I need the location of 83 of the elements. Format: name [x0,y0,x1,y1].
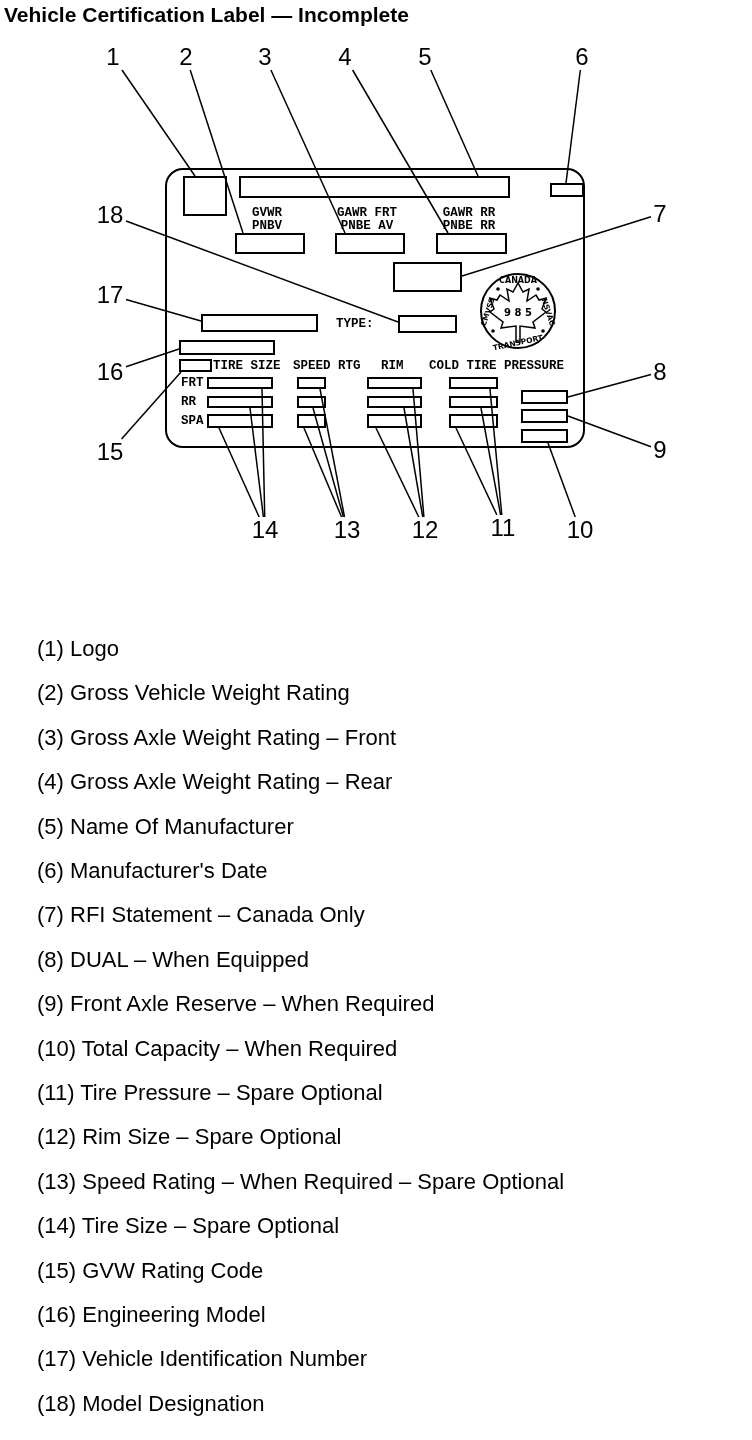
leader-line [351,69,449,234]
leader-line [125,298,202,322]
callout-description: (8) DUAL – When Equipped [37,946,309,973]
callout-description: (16) Engineering Model [37,1302,266,1328]
leader-line [489,388,503,516]
leader-line [249,407,265,518]
leader-line [121,69,196,177]
leader-line [567,415,652,448]
blank-field-box [297,377,326,389]
blank-field-box [179,340,275,355]
callout-description: (14) Tire Size – Spare Optional [37,1213,340,1240]
leader-line [412,388,425,518]
callout-description: (15) GVW Rating Code [37,1257,264,1284]
field-label: RIM [381,360,404,373]
leader-line [270,69,346,234]
blank-field-box [393,262,462,292]
blank-field-box [449,396,498,408]
blank-field-box [207,414,273,428]
blank-field-box [297,414,326,428]
callout-description: (3) Gross Axle Weight Rating – Front [37,724,397,751]
blank-field-box [201,314,318,332]
blank-field-box [436,233,507,254]
leader-line [312,407,345,518]
blank-field-box [398,315,457,333]
blank-field-box [367,377,422,389]
callout-description: (1) Logo [37,636,119,662]
callout-description: (13) Speed Rating – When Required – Spare Optional [37,1168,565,1195]
callout-description: (7) RFI Statement – Canada Only [37,902,365,929]
callout-description: (9) Front Axle Reserve – When Required [37,991,435,1018]
leader-line [565,69,582,184]
blank-field-box [235,233,305,254]
leader-line [480,407,502,516]
leader-line [303,427,343,518]
field-label: GAWR FRT PNBE AV [337,207,397,233]
blank-field-box [521,390,568,404]
leader-line [189,69,244,234]
leader-line [261,388,266,518]
blank-field-box [550,183,584,197]
blank-field-box [179,359,212,372]
blank-field-box [183,176,227,216]
callout-description: (10) Total Capacity – When Required [37,1035,398,1062]
field-label: SPEED RTG [293,360,361,373]
field-label: RR [181,396,196,409]
callout-description: (12) Rim Size – Spare Optional [37,1124,342,1151]
leader-line [567,373,652,398]
leader-line [455,427,498,516]
blank-field-box [367,414,422,428]
blank-field-box [367,396,422,408]
leader-line [218,427,260,518]
field-label: TYPE: [336,318,374,331]
blank-field-box [335,233,405,254]
field-label: GAWR RR PNBE RR [441,207,497,233]
field-label: SPA [181,415,204,428]
leader-line [125,220,399,323]
blank-field-box [239,176,510,198]
label-card [165,168,585,448]
seal-text: 9 8 5 [504,308,532,318]
callout-description: (6) Manufacturer's Date [37,858,268,884]
callout-description: (18) Model Designation [37,1390,265,1417]
leader-line [461,216,652,277]
field-label: COLD TIRE PRESSURE [429,360,565,373]
blank-field-box [521,409,568,423]
leader-line [319,388,346,518]
blank-field-box [297,396,326,408]
leader-line [120,371,182,440]
leader-line [403,407,424,518]
callout-description: (2) Gross Vehicle Weight Rating [37,680,350,707]
field-label: TIRE SIZE [213,360,281,373]
field-label: FRT [181,377,204,390]
leader-line [125,348,180,368]
blank-field-box [207,377,273,389]
callout-description: (5) Name Of Manufacturer [37,813,294,840]
title: Vehicle Certification Label — Incomplete [4,3,409,27]
blank-field-box [449,377,498,389]
callout-description: (17) Vehicle Identification Number [37,1346,368,1373]
callout-description: (4) Gross Axle Weight Rating – Rear [37,769,393,796]
field-label: GVWR PNBV [251,207,283,233]
blank-field-box [207,396,273,408]
callout-description: (11) Tire Pressure – Spare Optional [37,1080,383,1106]
leader-line [375,427,420,518]
leader-line [430,69,479,177]
blank-field-box [521,429,568,443]
blank-field-box [449,414,498,428]
